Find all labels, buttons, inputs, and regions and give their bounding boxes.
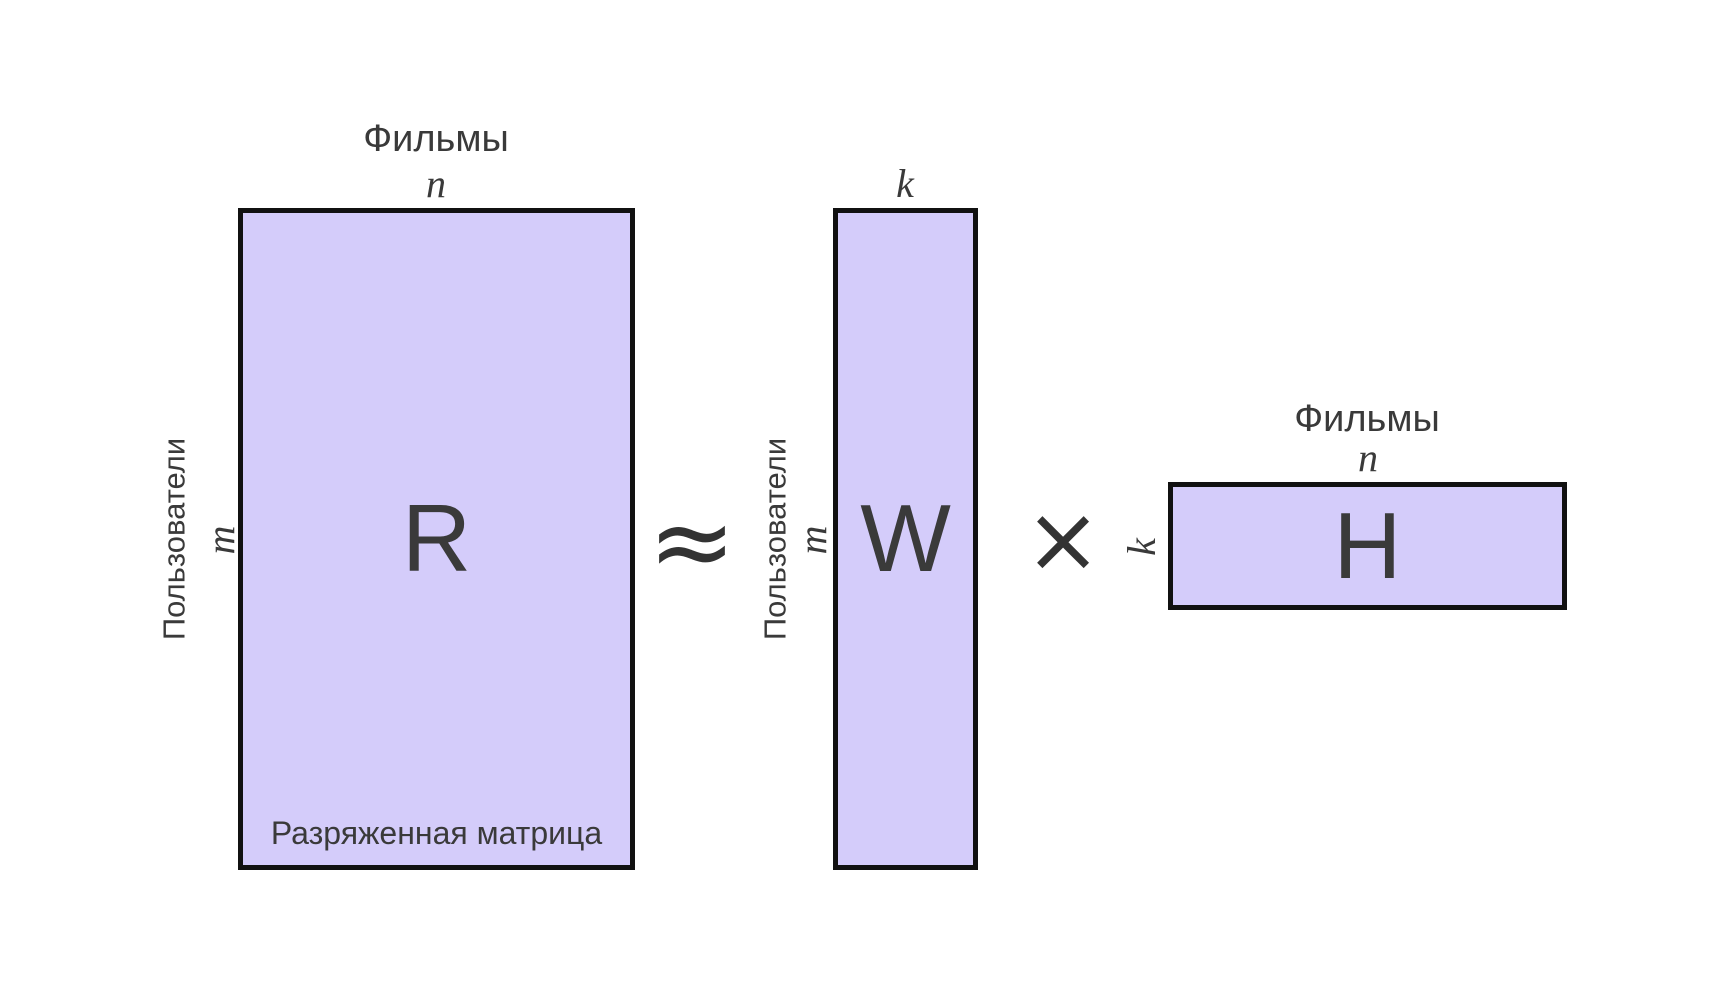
- matrix-r-side-dim: m: [198, 525, 243, 555]
- matrix-w-side-dim: m: [790, 525, 835, 555]
- matrix-h-rect: H: [1168, 482, 1567, 610]
- matrix-w-top-dim: k: [896, 161, 914, 206]
- matrix-r-top-label: Фильмы: [363, 118, 509, 160]
- matrix-w-letter: W: [860, 485, 951, 592]
- matrix-r-rect: R Разряженная матрица: [238, 208, 635, 870]
- matrix-w-rect: W: [833, 208, 978, 870]
- multiply-symbol: ×: [1024, 486, 1102, 593]
- matrix-r-side-label: Пользователи: [156, 437, 192, 641]
- matrix-h-top-label: Фильмы: [1294, 398, 1440, 440]
- matrix-h-top-dim: n: [1358, 435, 1378, 480]
- matrix-r-top-dim: n: [426, 161, 446, 206]
- matrix-h-side-dim: k: [1119, 538, 1164, 556]
- approx-equal-symbol: ≈: [648, 480, 736, 603]
- matrix-h-letter: H: [1333, 493, 1402, 598]
- matrix-r-letter: R: [401, 485, 472, 592]
- matrix-r-caption: Разряженная матрица: [270, 814, 603, 851]
- matrix-w-side-label: Пользователи: [757, 437, 793, 641]
